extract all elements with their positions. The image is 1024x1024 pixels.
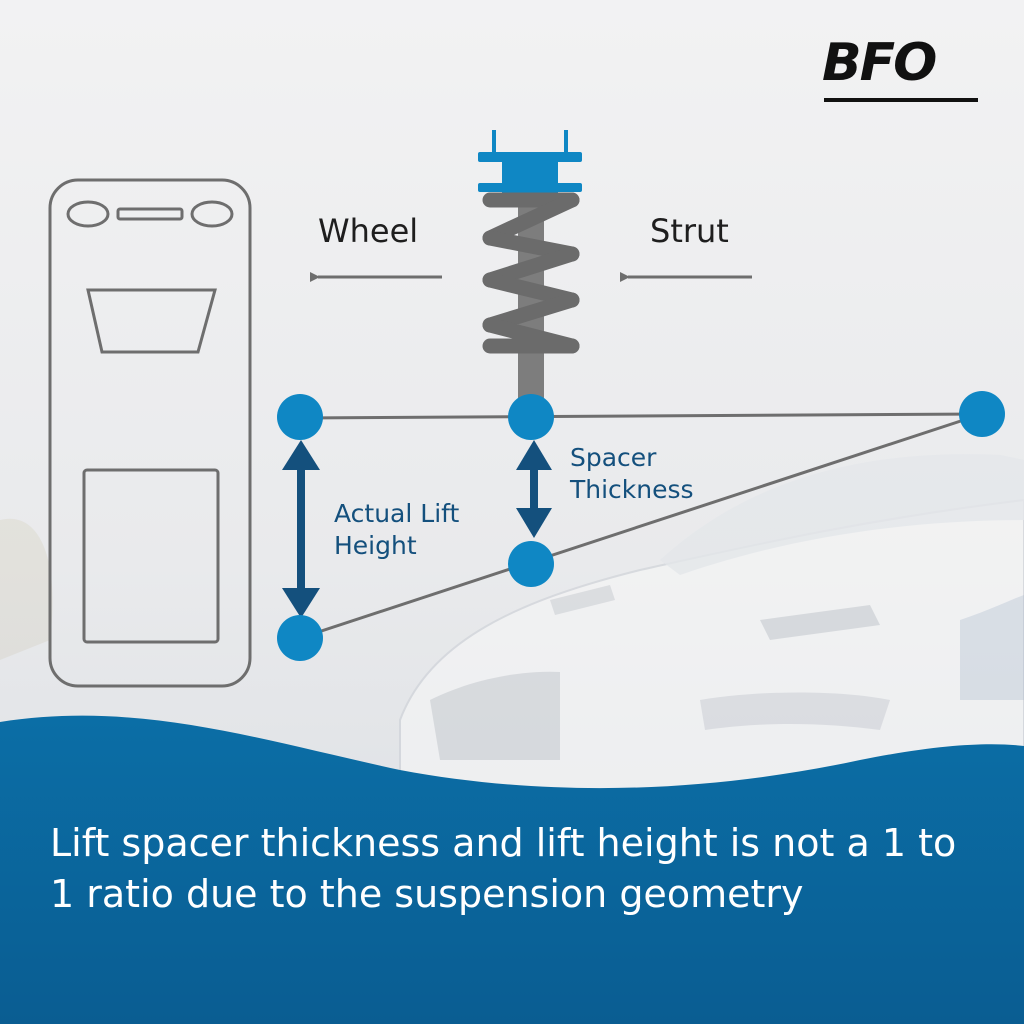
lift-label-line2: Height bbox=[334, 531, 417, 560]
pivot-point-lower-strut bbox=[508, 541, 554, 587]
pivot-point-frame bbox=[959, 391, 1005, 437]
spacer-thickness-label: Spacer Thickness bbox=[570, 442, 694, 506]
spacer-label-line1: Spacer bbox=[570, 443, 657, 472]
strut-label: Strut bbox=[650, 212, 729, 250]
spacer-label-line2: Thickness bbox=[570, 475, 694, 504]
spacer-thickness-arrow bbox=[516, 440, 552, 538]
pivot-point-lower-wheel bbox=[277, 615, 323, 661]
vehicle-top-view-icon bbox=[48, 178, 252, 688]
upper-arm-line bbox=[299, 412, 983, 420]
pivot-point-upper-strut bbox=[508, 394, 554, 440]
lower-arm-line bbox=[299, 412, 983, 640]
brand-logo: BFO bbox=[822, 30, 982, 106]
pivot-point-upper-wheel bbox=[277, 394, 323, 440]
strut-assembly-icon bbox=[478, 130, 582, 400]
lift-height-label: Actual Lift Height bbox=[334, 498, 459, 562]
logo-underline bbox=[824, 98, 978, 102]
background-car-photo bbox=[0, 454, 1024, 801]
caption-wave-panel bbox=[0, 715, 1024, 1024]
logo-text: BFO bbox=[822, 33, 937, 93]
lift-height-arrow bbox=[282, 440, 320, 618]
lift-label-line1: Actual Lift bbox=[334, 499, 460, 528]
caption-text: Lift spacer thickness and lift height is… bbox=[50, 821, 957, 916]
wheel-label: Wheel bbox=[318, 212, 419, 250]
